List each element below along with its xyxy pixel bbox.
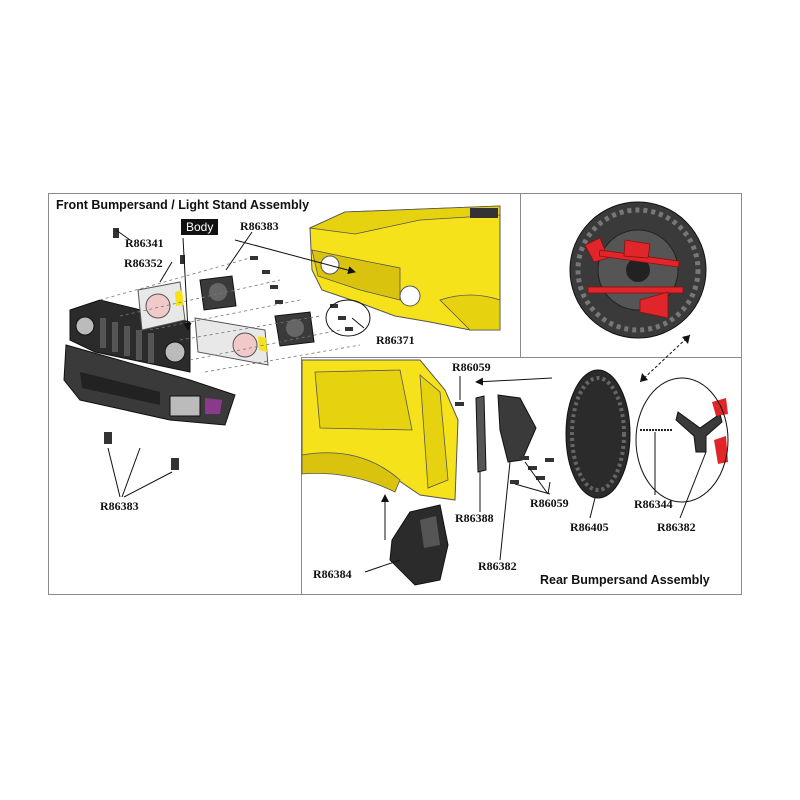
- panel-divider: [301, 357, 302, 595]
- rear-assembly-title: Rear Bumpersand Assembly: [540, 573, 710, 587]
- rear-bracket: [475, 394, 537, 473]
- part-label-r86383-bottom: R86383: [100, 499, 139, 513]
- tool-mount: [675, 398, 728, 464]
- shovel-axe-tools: [584, 237, 684, 319]
- part-label-r86388: R86388: [455, 511, 494, 525]
- part-label-r86341: R86341: [125, 236, 164, 250]
- part-label-r86382-mount: R86382: [657, 520, 696, 534]
- rear-screw-set: [455, 402, 554, 484]
- body-tag: Body: [181, 219, 219, 235]
- light-ring-panel: [137, 281, 269, 366]
- part-label-r86405: R86405: [570, 520, 609, 534]
- part-label-r86383: R86383: [240, 219, 279, 233]
- part-label-r86382-side: R86382: [478, 559, 517, 573]
- screw-set: [104, 228, 353, 470]
- rear-tire: [565, 369, 631, 499]
- part-label-r86344: R86344: [634, 497, 673, 511]
- panel-divider: [301, 357, 742, 358]
- spare-tire: [569, 201, 707, 339]
- front-bumper: [63, 344, 236, 426]
- part-label-r86371: R86371: [376, 333, 415, 347]
- part-label-r86384: R86384: [313, 567, 352, 581]
- front-assembly-title: Front Bumpersand / Light Stand Assembly: [56, 198, 310, 212]
- part-label-r86352: R86352: [124, 256, 163, 270]
- car-body-rear: [301, 359, 459, 501]
- panel-divider: [520, 193, 521, 357]
- part-label-r86059: R86059: [452, 360, 491, 374]
- rear-bumper: [389, 504, 449, 586]
- part-label-r86059-bolts: R86059: [530, 496, 569, 510]
